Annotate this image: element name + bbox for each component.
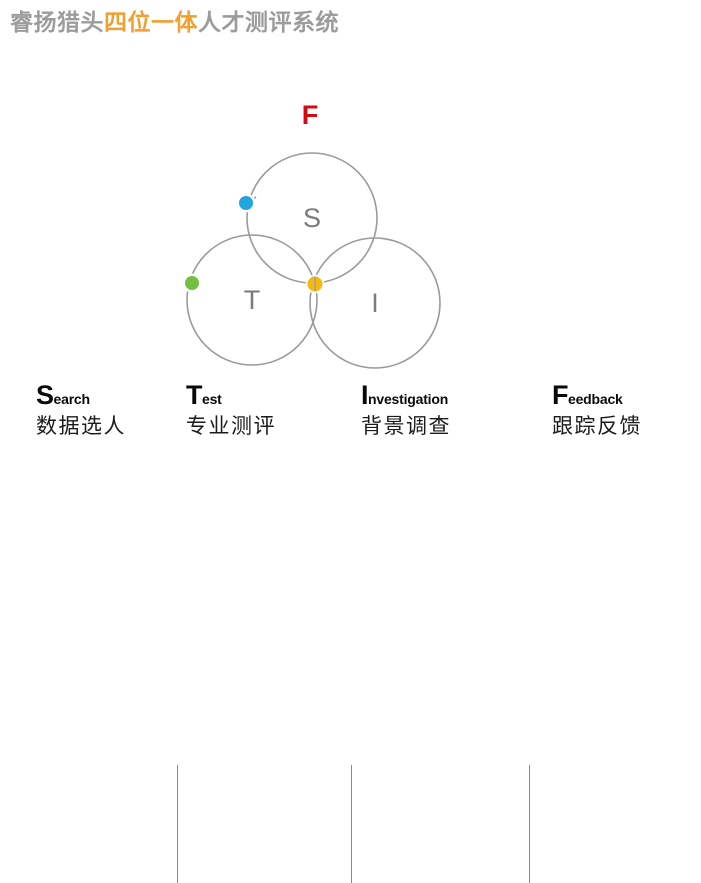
legend-cn-feedback: 跟踪反馈	[552, 414, 642, 438]
legend-rest-search: earch	[53, 391, 91, 407]
legend-cn-search: 数据选人	[36, 414, 126, 438]
page-title: 睿扬猎头四位一体人才测评系统	[10, 8, 339, 38]
title-segment-suffix: 人才测评系统	[198, 10, 339, 35]
legend-rest-investigation: nvestigation	[368, 391, 449, 407]
legend-item-search: Search 数据选人	[36, 380, 126, 439]
legend-item-feedback: Feedback 跟踪反馈	[552, 380, 642, 439]
title-segment-company: 睿扬猎头	[10, 10, 104, 35]
green-dot	[185, 276, 199, 290]
legend-item-test: Test 专业测评	[186, 380, 276, 439]
circle-i	[309, 237, 441, 369]
venn-diagram: F S T I	[0, 60, 701, 380]
blue-dot	[239, 196, 253, 210]
legend-cn-test: 专业测评	[186, 414, 276, 438]
legend-en-test: Test	[186, 380, 276, 410]
legend-cn-investigation: 背景调查	[361, 414, 451, 438]
legend-rest-test: est	[202, 391, 222, 407]
legend-cap-test: T	[186, 380, 203, 410]
circle-label-s: S	[302, 203, 321, 233]
legend-en-search: Search	[36, 380, 126, 410]
title-segment-highlight: 四位一体	[104, 10, 198, 35]
legend-row: Search 数据选人 Test 专业测评 Investigation 背景调查…	[0, 380, 701, 883]
legend-en-investigation: Investigation	[361, 380, 451, 410]
legend-divider-3	[529, 765, 530, 883]
legend-en-feedback: Feedback	[552, 380, 642, 410]
legend-divider-1	[177, 765, 178, 883]
legend-rest-feedback: eedback	[568, 391, 623, 407]
circle-t	[186, 234, 318, 366]
venn-circles-svg	[182, 152, 441, 369]
legend-cap-search: S	[36, 380, 54, 410]
legend-cap-investigation: I	[361, 380, 369, 410]
legend-item-investigation: Investigation 背景调查	[361, 380, 451, 439]
f-marker-label: F	[301, 100, 319, 130]
circle-label-t: T	[243, 285, 261, 315]
legend-divider-2	[351, 765, 352, 883]
legend-cap-feedback: F	[552, 380, 569, 410]
circle-label-i: I	[371, 288, 379, 318]
